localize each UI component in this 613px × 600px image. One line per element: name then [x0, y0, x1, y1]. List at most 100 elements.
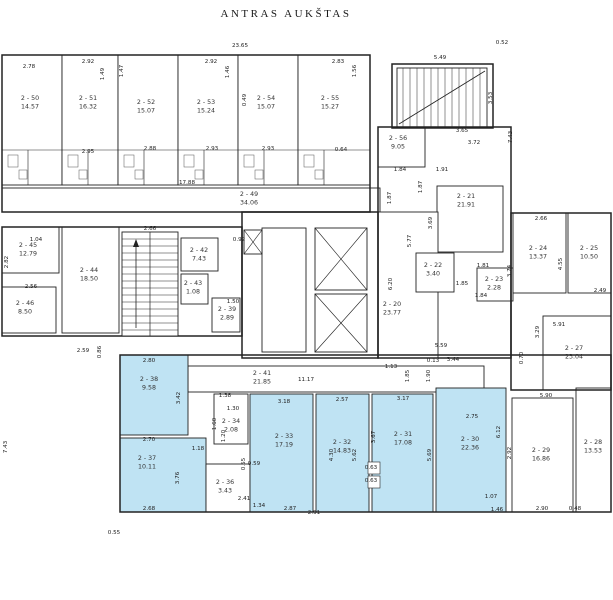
room-2-36 — [205, 463, 251, 513]
plan-geometry: 2.89 — [220, 315, 234, 322]
dimension-label: 5.69 — [427, 448, 433, 461]
room-label-2-55: 2 - 55 15.27 — [321, 95, 339, 111]
plan-geometry — [398, 70, 486, 125]
dimension-label: 1.38 — [219, 393, 232, 399]
plan-geometry: 2 - 55 — [321, 95, 339, 102]
dimension-label: 1.85 — [405, 369, 411, 382]
dimension-label: 0.70 — [519, 351, 525, 364]
plan-geometry: 7.43 — [192, 256, 206, 263]
dimension-label: 17.88 — [179, 180, 195, 186]
dimension-label: 0.48 — [569, 506, 582, 512]
plan-geometry: 2 - 30 — [461, 436, 479, 443]
plan-geometry: 2 - 45 — [19, 242, 37, 249]
plan-geometry: 2.28 — [487, 285, 501, 292]
fixture — [123, 154, 135, 168]
dimension-label: 7.43 — [508, 130, 514, 143]
plan-geometry: 9.58 — [142, 385, 156, 392]
plan-geometry: 2 - 52 — [137, 99, 155, 106]
dimension-label: 2.70 — [143, 437, 156, 443]
dimension-label: 2.66 — [144, 226, 157, 232]
dimension-label: 1.56 — [352, 64, 358, 77]
plan-geometry: 9.05 — [391, 144, 405, 151]
plan-geometry — [435, 387, 507, 513]
plan-geometry: 2 - 21 — [457, 193, 475, 200]
dimension-label: 2.49 — [594, 288, 607, 294]
plan-geometry: 2 - 37 — [138, 455, 156, 462]
room-2-24 — [512, 212, 567, 294]
dimension-label: 2.91 — [308, 510, 321, 516]
plan-geometry: 2 - 39 — [218, 306, 236, 313]
dimension-label: 2.95 — [82, 149, 95, 155]
plan-geometry — [61, 226, 120, 334]
plan-geometry: 1.08 — [186, 289, 200, 296]
dimension-label: 1.84 — [394, 167, 407, 173]
dimension-label: 1.60 — [212, 417, 218, 430]
plan-geometry — [237, 54, 299, 186]
dimension-label: 0.63 — [365, 465, 378, 471]
room-2-55 — [297, 54, 371, 186]
plan-geometry: 2 - 38 — [140, 376, 158, 383]
room-2-51 — [61, 54, 119, 186]
room-label-2-46: 2 - 46 8.50 — [16, 300, 34, 316]
plan-geometry — [211, 297, 241, 333]
plan-geometry: 2 - 43 — [184, 280, 202, 287]
room-2-49 — [1, 187, 381, 213]
plan-geometry — [314, 293, 368, 353]
room-2-42 — [180, 237, 219, 272]
plan-geometry: 15.27 — [321, 104, 339, 111]
plan-geometry — [567, 212, 612, 294]
dimension-label: 1.46 — [491, 507, 504, 513]
plan-geometry: 2 - 42 — [190, 247, 208, 254]
room-2-25 — [567, 212, 612, 294]
plan-geometry: 17.19 — [275, 442, 293, 449]
staircase-left — [121, 231, 179, 337]
dimension-label: 1.87 — [418, 180, 424, 193]
plan-geometry: 2 - 24 — [529, 245, 547, 252]
elevator-shaft — [314, 227, 368, 291]
dimension-label: 2.90 — [536, 506, 549, 512]
dimension-label: 3.53 — [488, 91, 494, 104]
dimension-label: 3.18 — [278, 399, 291, 405]
dimension-label: 1.46 — [225, 65, 231, 78]
dimension-label: 2.68 — [143, 506, 156, 512]
fixture — [254, 169, 264, 180]
dimension-label: 0.55 — [108, 530, 121, 536]
room-2-33 — [249, 393, 314, 513]
dimension-label: 1.13 — [385, 364, 398, 370]
plan-geometry: 15.24 — [197, 108, 215, 115]
dimension-label: 5.91 — [553, 322, 566, 328]
dimension-label: 1.50 — [227, 299, 240, 305]
fixture — [134, 169, 144, 180]
room-label-2-56: 2 - 569.05 — [389, 135, 407, 151]
dimension-label: 2.80 — [143, 358, 156, 364]
plan-geometry: 2 - 46 — [16, 300, 34, 307]
room-label-2-39: 2 - 39 2.89 — [218, 306, 236, 322]
room-label-2-42: 2 - 42 7.43 — [190, 247, 208, 263]
plan-geometry: 8.50 — [18, 309, 32, 316]
dimension-label: 2.82 — [4, 256, 10, 268]
dimension-label: 1.91 — [436, 167, 449, 173]
dimension-label: 5.77 — [407, 234, 413, 247]
plan-geometry: 2 - 54 — [257, 95, 275, 102]
plan-geometry: 12.79 — [19, 251, 37, 258]
room-label-2-23: 2 - 232.28 — [485, 276, 503, 292]
fixture — [243, 154, 255, 168]
elevator-shaft — [314, 293, 368, 353]
plan-geometry: 16.32 — [79, 104, 97, 111]
dimension-label: 2.57 — [336, 397, 349, 403]
plan-geometry — [117, 54, 179, 186]
plan-geometry — [314, 227, 368, 291]
dimension-label: 3.44 — [447, 357, 460, 363]
plan-geometry: 23.77 — [383, 310, 401, 317]
dimension-label: 1.47 — [119, 64, 125, 77]
